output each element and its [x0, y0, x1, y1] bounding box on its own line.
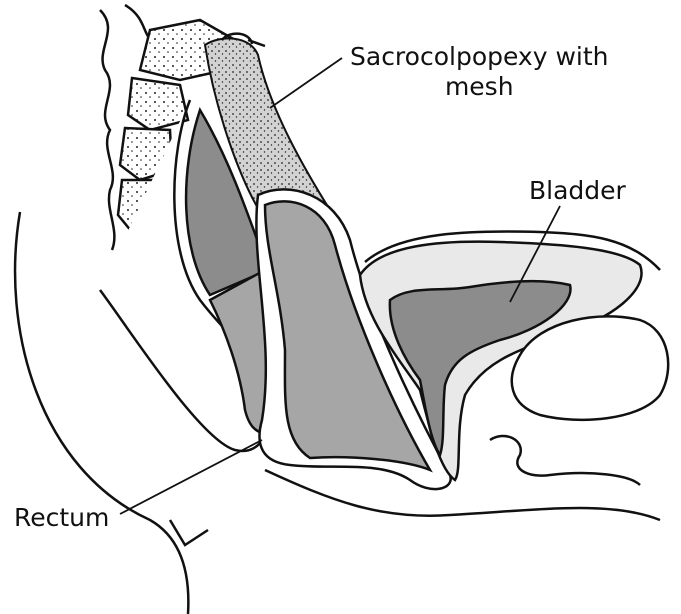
bladder-label: Bladder — [529, 176, 626, 206]
mesh-label-line2: mesh — [350, 72, 609, 102]
rectum-leader-line — [120, 440, 262, 514]
mesh-label: Sacrocolpopexy with mesh — [350, 42, 609, 102]
arrow-marker — [170, 520, 208, 545]
mesh-leader-line — [270, 58, 342, 108]
sacrum-outline — [100, 10, 114, 250]
urethra — [490, 436, 640, 485]
rectum-label: Rectum — [14, 503, 109, 533]
perineum-skin — [265, 470, 660, 520]
mesh-label-line1: Sacrocolpopexy with — [350, 42, 609, 72]
